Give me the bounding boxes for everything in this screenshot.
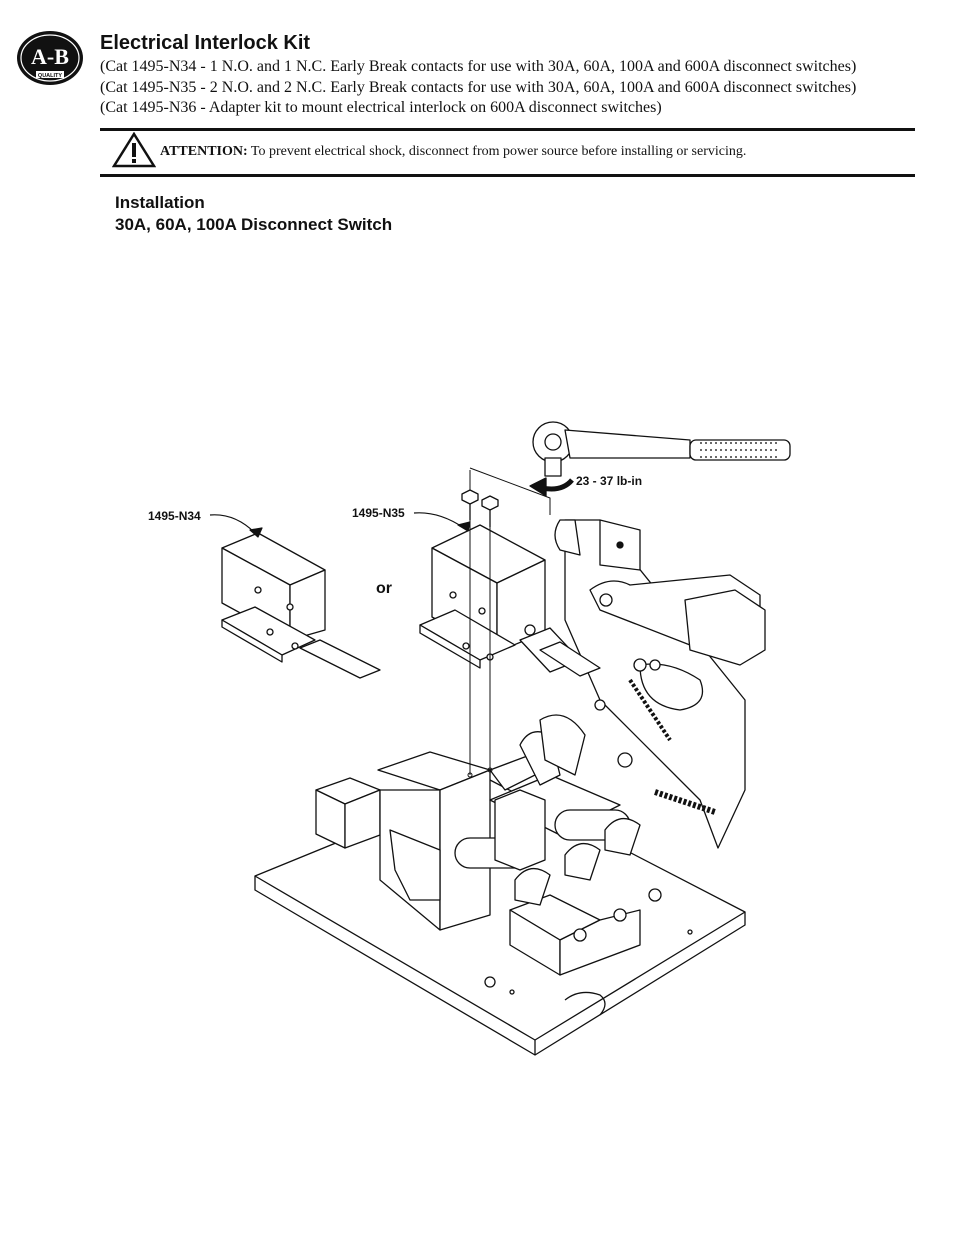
leader-arrows <box>209 512 471 538</box>
torque-wrench <box>532 421 791 477</box>
attention-note: ATTENTION: To prevent electrical shock, … <box>160 144 746 160</box>
torque-label: 23 - 37 lb-in <box>576 474 643 488</box>
alignment-lines <box>467 467 551 778</box>
attention-label: ATTENTION: <box>160 144 248 159</box>
rotation-arrow-icon <box>529 477 574 497</box>
catalog-line-n34: (Cat 1495-N34 - 1 N.O. and 1 N.C. Early … <box>100 58 857 75</box>
label-1495-n34: 1495-N34 <box>148 509 201 523</box>
bottom-divider <box>100 174 915 177</box>
page-title: Electrical Interlock Kit <box>100 32 311 54</box>
switch-mechanism <box>315 714 662 976</box>
top-divider <box>100 128 915 131</box>
catalog-line-n36: (Cat 1495-N36 - Adapter kit to mount ele… <box>100 99 662 116</box>
mounting-screws <box>461 489 499 527</box>
section-heading: Installation <box>115 193 205 212</box>
allen-bradley-logo: A-B QUALITY <box>17 31 83 85</box>
warning-icon <box>112 132 156 168</box>
catalog-line-n35: (Cat 1495-N35 - 2 N.O. and 2 N.C. Early … <box>100 79 857 96</box>
or-label: or <box>376 580 392 597</box>
interlock-n34 <box>221 532 381 679</box>
attention-text: To prevent electrical shock, disconnect … <box>247 144 747 159</box>
logo-subtext: QUALITY <box>38 73 62 79</box>
interlock-n35 <box>419 524 601 677</box>
operating-mechanism <box>554 519 766 849</box>
label-1495-n35: 1495-N35 <box>352 506 405 520</box>
section-subheading: 30A, 60A, 100A Disconnect Switch <box>115 215 393 234</box>
logo-text: A-B <box>31 44 69 69</box>
